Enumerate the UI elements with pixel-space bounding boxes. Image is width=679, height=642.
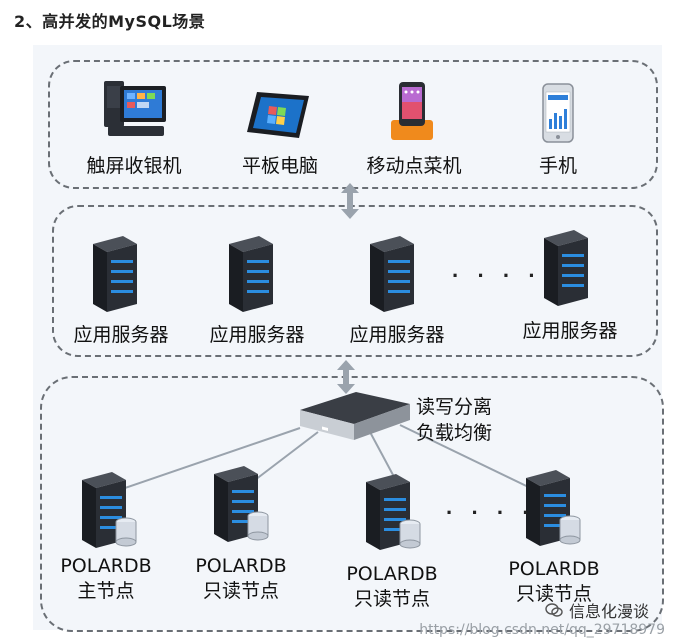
server-icon	[93, 236, 137, 312]
db-node-name: POLARDB	[195, 555, 287, 577]
handheld-ordering-device-icon	[391, 82, 433, 140]
watermark-brand-text: 信息化漫谈	[569, 602, 650, 621]
db-node-name: POLARDB	[346, 563, 438, 585]
watermark-brand: 信息化漫谈	[545, 598, 649, 622]
db-server-icon	[526, 470, 581, 546]
db-node-role: 主节点	[77, 580, 135, 602]
db-server-icon	[214, 466, 269, 542]
db-node-label-replica: POLARDB 只读节点	[195, 554, 286, 604]
more-servers-ellipsis: · · · ·	[452, 263, 542, 288]
server-icon	[370, 236, 414, 312]
double-arrow-icon	[337, 360, 355, 394]
link-to-replica-1	[254, 431, 319, 481]
db-server-icon	[366, 474, 421, 550]
db-node-label-master: POLARDB 主节点	[60, 554, 151, 604]
chat-bubble-icon	[545, 603, 563, 617]
db-server-icon	[82, 472, 137, 548]
app-server-label: 应用服务器	[522, 320, 618, 342]
smartphone-icon	[542, 83, 574, 143]
server-icon	[229, 236, 273, 312]
section-heading: 2、高并发的MySQL场景	[14, 12, 206, 31]
pos-terminal-icon	[104, 81, 166, 136]
db-node-name: POLARDB	[60, 555, 152, 577]
tablet-icon	[247, 92, 309, 138]
device-label-tablet: 平板电脑	[241, 155, 319, 177]
proxy-label-line1: 读写分离	[416, 396, 493, 418]
proxy-label-line2: 负载均衡	[416, 422, 493, 444]
device-label-phone: 手机	[538, 155, 578, 177]
server-icon	[544, 230, 588, 306]
db-node-role: 只读节点	[202, 580, 279, 602]
database-tier	[40, 376, 664, 632]
device-label-pos: 触屏收银机	[86, 155, 182, 177]
link-to-replica-3	[399, 424, 546, 496]
double-arrow-icon	[341, 183, 359, 219]
db-node-role: 只读节点	[515, 583, 592, 605]
db-node-role: 只读节点	[353, 588, 430, 610]
db-node-name: POLARDB	[508, 558, 600, 580]
proxy-label: 读写分离 负载均衡	[416, 394, 492, 446]
db-node-label-replica: POLARDB 只读节点	[346, 562, 437, 612]
app-server-tier	[52, 205, 658, 357]
link-to-master	[124, 427, 301, 489]
device-label-handheld: 移动点菜机	[366, 155, 462, 177]
more-nodes-ellipsis: · · · ·	[446, 500, 536, 525]
app-server-label: 应用服务器	[349, 324, 445, 346]
app-server-label: 应用服务器	[209, 324, 305, 346]
app-server-label: 应用服务器	[73, 324, 169, 346]
db-node-label-replica: POLARDB 只读节点	[508, 557, 599, 607]
load-balancer-icon	[300, 392, 410, 440]
watermark-url: https://blog.csdn.net/qq_29718979	[419, 622, 665, 638]
